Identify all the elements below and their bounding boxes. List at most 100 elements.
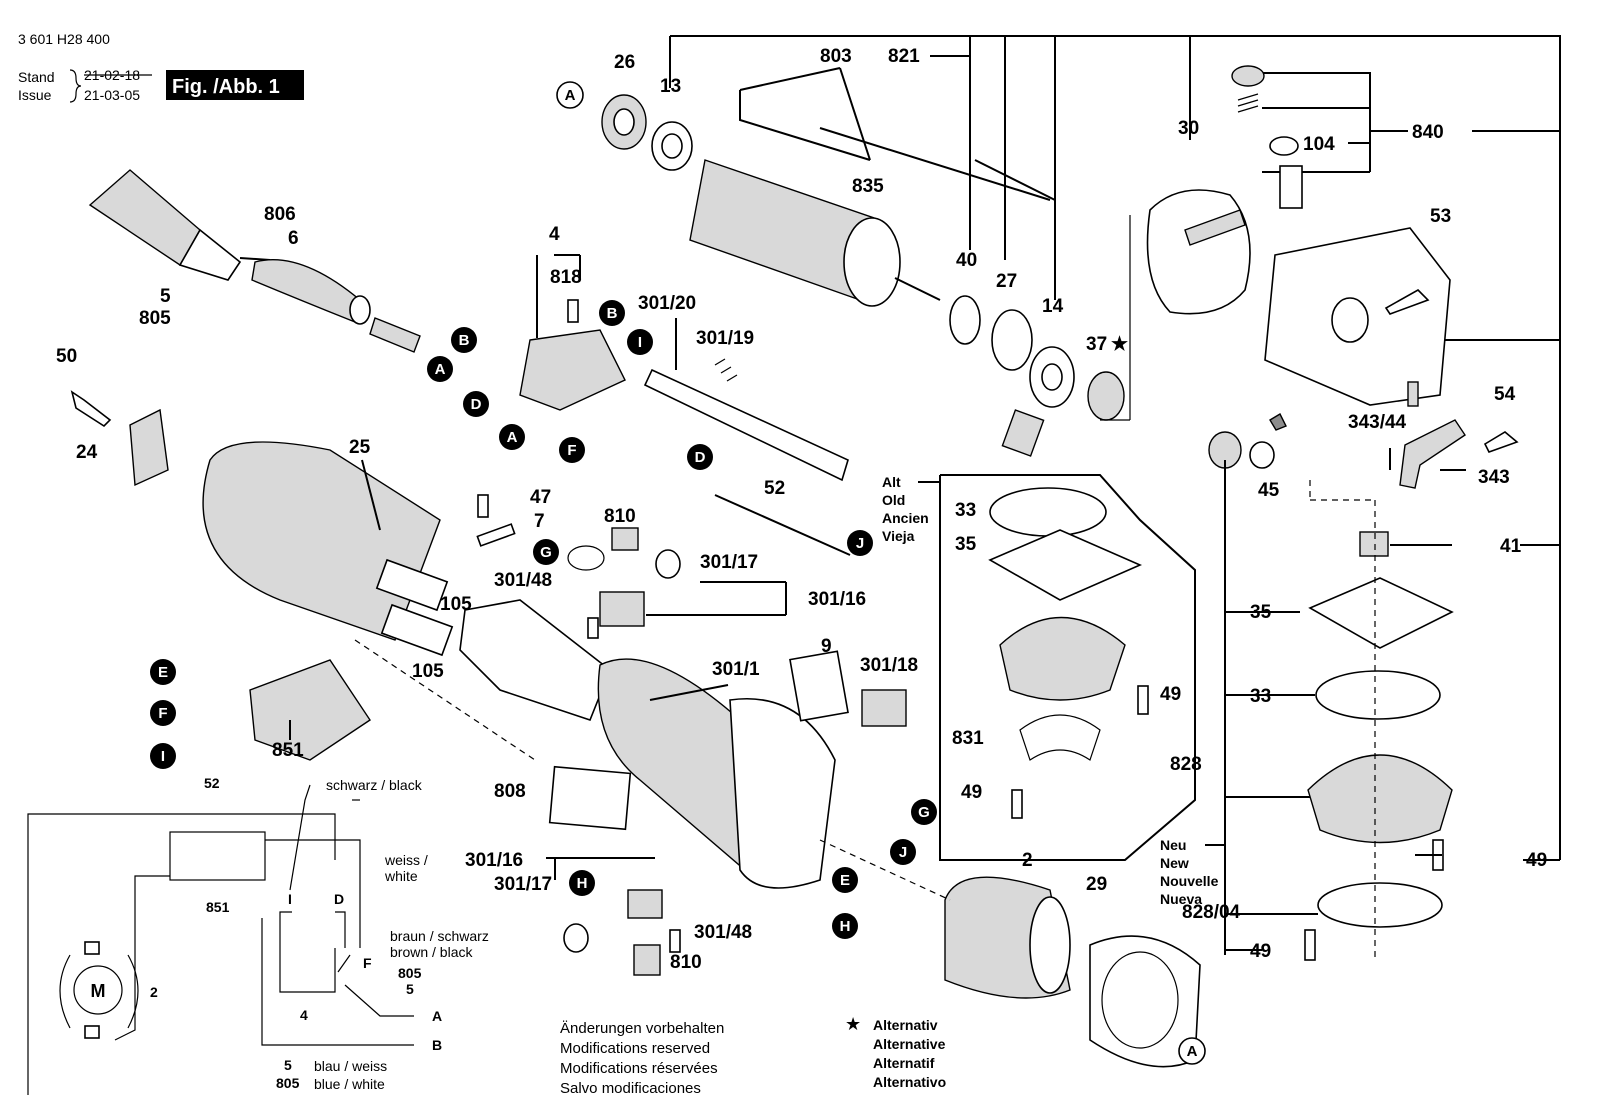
callout-f-1-text: F [567, 442, 576, 459]
callout-j-1 [847, 530, 873, 556]
label-45: 45 [1258, 480, 1280, 501]
handle-301-1-part [597, 658, 746, 872]
note-mod-2: Modifications reserved [560, 1040, 710, 1057]
ring-33-part [1315, 670, 1441, 720]
callout-h-2-text: H [840, 918, 851, 935]
neu-line-1: Neu [1160, 837, 1186, 853]
date-new: 21-03-05 [84, 87, 140, 103]
leader-25 [361, 459, 381, 531]
callout-e-1-text: E [158, 664, 168, 681]
flange-alt-part [999, 616, 1126, 701]
label-4: 4 [549, 224, 560, 245]
callout-e-1 [150, 659, 176, 685]
label-828: 828 [1170, 754, 1202, 775]
brush-top-symbol [84, 941, 100, 955]
handle-front-part [729, 698, 836, 889]
label-49-alt-a: 49 [1160, 684, 1181, 705]
rod-301-20-part [643, 368, 849, 482]
label-47: 47 [530, 487, 551, 508]
neu-line-3: Nouvelle [1160, 873, 1219, 889]
wire-label-brown-en: brown / black [390, 944, 473, 960]
bracket-frame-right [670, 35, 1561, 860]
wire-851-left [134, 875, 170, 940]
sleeve-ring-part [349, 295, 371, 325]
callout-g-1-text: G [540, 544, 552, 561]
label-6: 6 [288, 228, 299, 249]
label-105a-part [375, 558, 449, 612]
bearing-14-bore [1041, 363, 1063, 391]
alt-region: Alt Old Ancien Vieja [882, 474, 1196, 861]
part-number: 3 601 H28 400 [18, 31, 110, 47]
wire-black [289, 784, 311, 891]
plate-35-part [1308, 577, 1454, 649]
callout-h-1-text: H [577, 875, 588, 892]
label-104: 104 [1303, 134, 1335, 155]
label-13: 13 [660, 76, 681, 97]
callout-e-2-text: E [840, 872, 850, 889]
label-803: 803 [820, 46, 852, 67]
label-49-bottom: 49 [1250, 941, 1271, 962]
star-37: ★ [1111, 334, 1128, 355]
label-810: 810 [604, 506, 636, 527]
screw-53-part [1384, 289, 1430, 315]
label-105a: 105 [440, 594, 472, 615]
terminal-i: I [288, 891, 292, 907]
screw-49-alt-a [1137, 685, 1149, 715]
brush-810-part [611, 527, 639, 551]
callout-d-2-text: D [695, 449, 706, 466]
callout-g-2 [911, 799, 937, 825]
leader-803-b [839, 67, 871, 161]
wire-851-right [265, 839, 361, 948]
note-alt-2: Alternative [873, 1036, 946, 1052]
neu-region: Neu New Nouvelle Nueva [1160, 460, 1318, 955]
label-835: 835 [852, 176, 884, 197]
wiring-805-a: 805 [398, 965, 422, 981]
wire-label-black: schwarz / black [326, 777, 423, 793]
label-808: 808 [494, 781, 526, 802]
header-block: 3 601 H28 400 Stand Issue 21-02-18 21-03… [18, 31, 304, 103]
cable-sleeve-part [251, 258, 361, 323]
ring-27-part [991, 309, 1033, 371]
callout-b-1 [451, 327, 477, 353]
callout-f-2 [150, 700, 176, 726]
neu-line-4: Nueva [1160, 891, 1202, 907]
switch-lever [337, 954, 351, 973]
wire-label-white-en: white [384, 868, 418, 884]
label-301-17: 301/17 [700, 552, 758, 573]
label-301-19: 301/19 [696, 328, 754, 349]
spring-831-part [1019, 714, 1101, 761]
part-labels: 26 13 803 821 30 104 840 835 53 806 6 4 … [56, 46, 1547, 973]
motor-symbol [73, 965, 123, 1015]
callout-g-2-text: G [918, 804, 930, 821]
leader-803-c [739, 90, 871, 161]
label-840: 840 [1412, 122, 1444, 143]
label-343-44: 343/44 [1348, 412, 1407, 433]
plug-part [88, 169, 201, 266]
clip-part [1269, 413, 1287, 431]
bracket-840-a [1262, 72, 1371, 172]
label-25: 25 [349, 437, 371, 458]
bracket-lines [669, 35, 1561, 861]
label-301-48-lower: 301/48 [694, 922, 752, 943]
axis-line-2 [819, 839, 951, 901]
ring-828-04-part [1317, 882, 1443, 928]
callout-a-1-text: A [435, 361, 446, 378]
label-301-16: 301/16 [808, 589, 866, 610]
label-26: 26 [614, 52, 635, 73]
wire-b [261, 918, 414, 1046]
note-alt-1: Alternativ [873, 1017, 938, 1033]
baffle-ring [1101, 951, 1179, 1049]
label-301-18: 301/18 [860, 655, 918, 676]
armature-shaft [894, 277, 941, 301]
alt-line-2: Old [882, 492, 905, 508]
bushing-41-part [1359, 531, 1389, 557]
label-35-neu: 35 [1250, 602, 1272, 623]
label-53: 53 [1430, 206, 1451, 227]
leader-803-d [819, 127, 1051, 201]
screw-47-part [477, 494, 489, 518]
callout-g-1 [533, 539, 559, 565]
flange-828-part [1307, 754, 1453, 844]
label-9: 9 [821, 636, 832, 657]
label-30: 30 [1178, 118, 1199, 139]
